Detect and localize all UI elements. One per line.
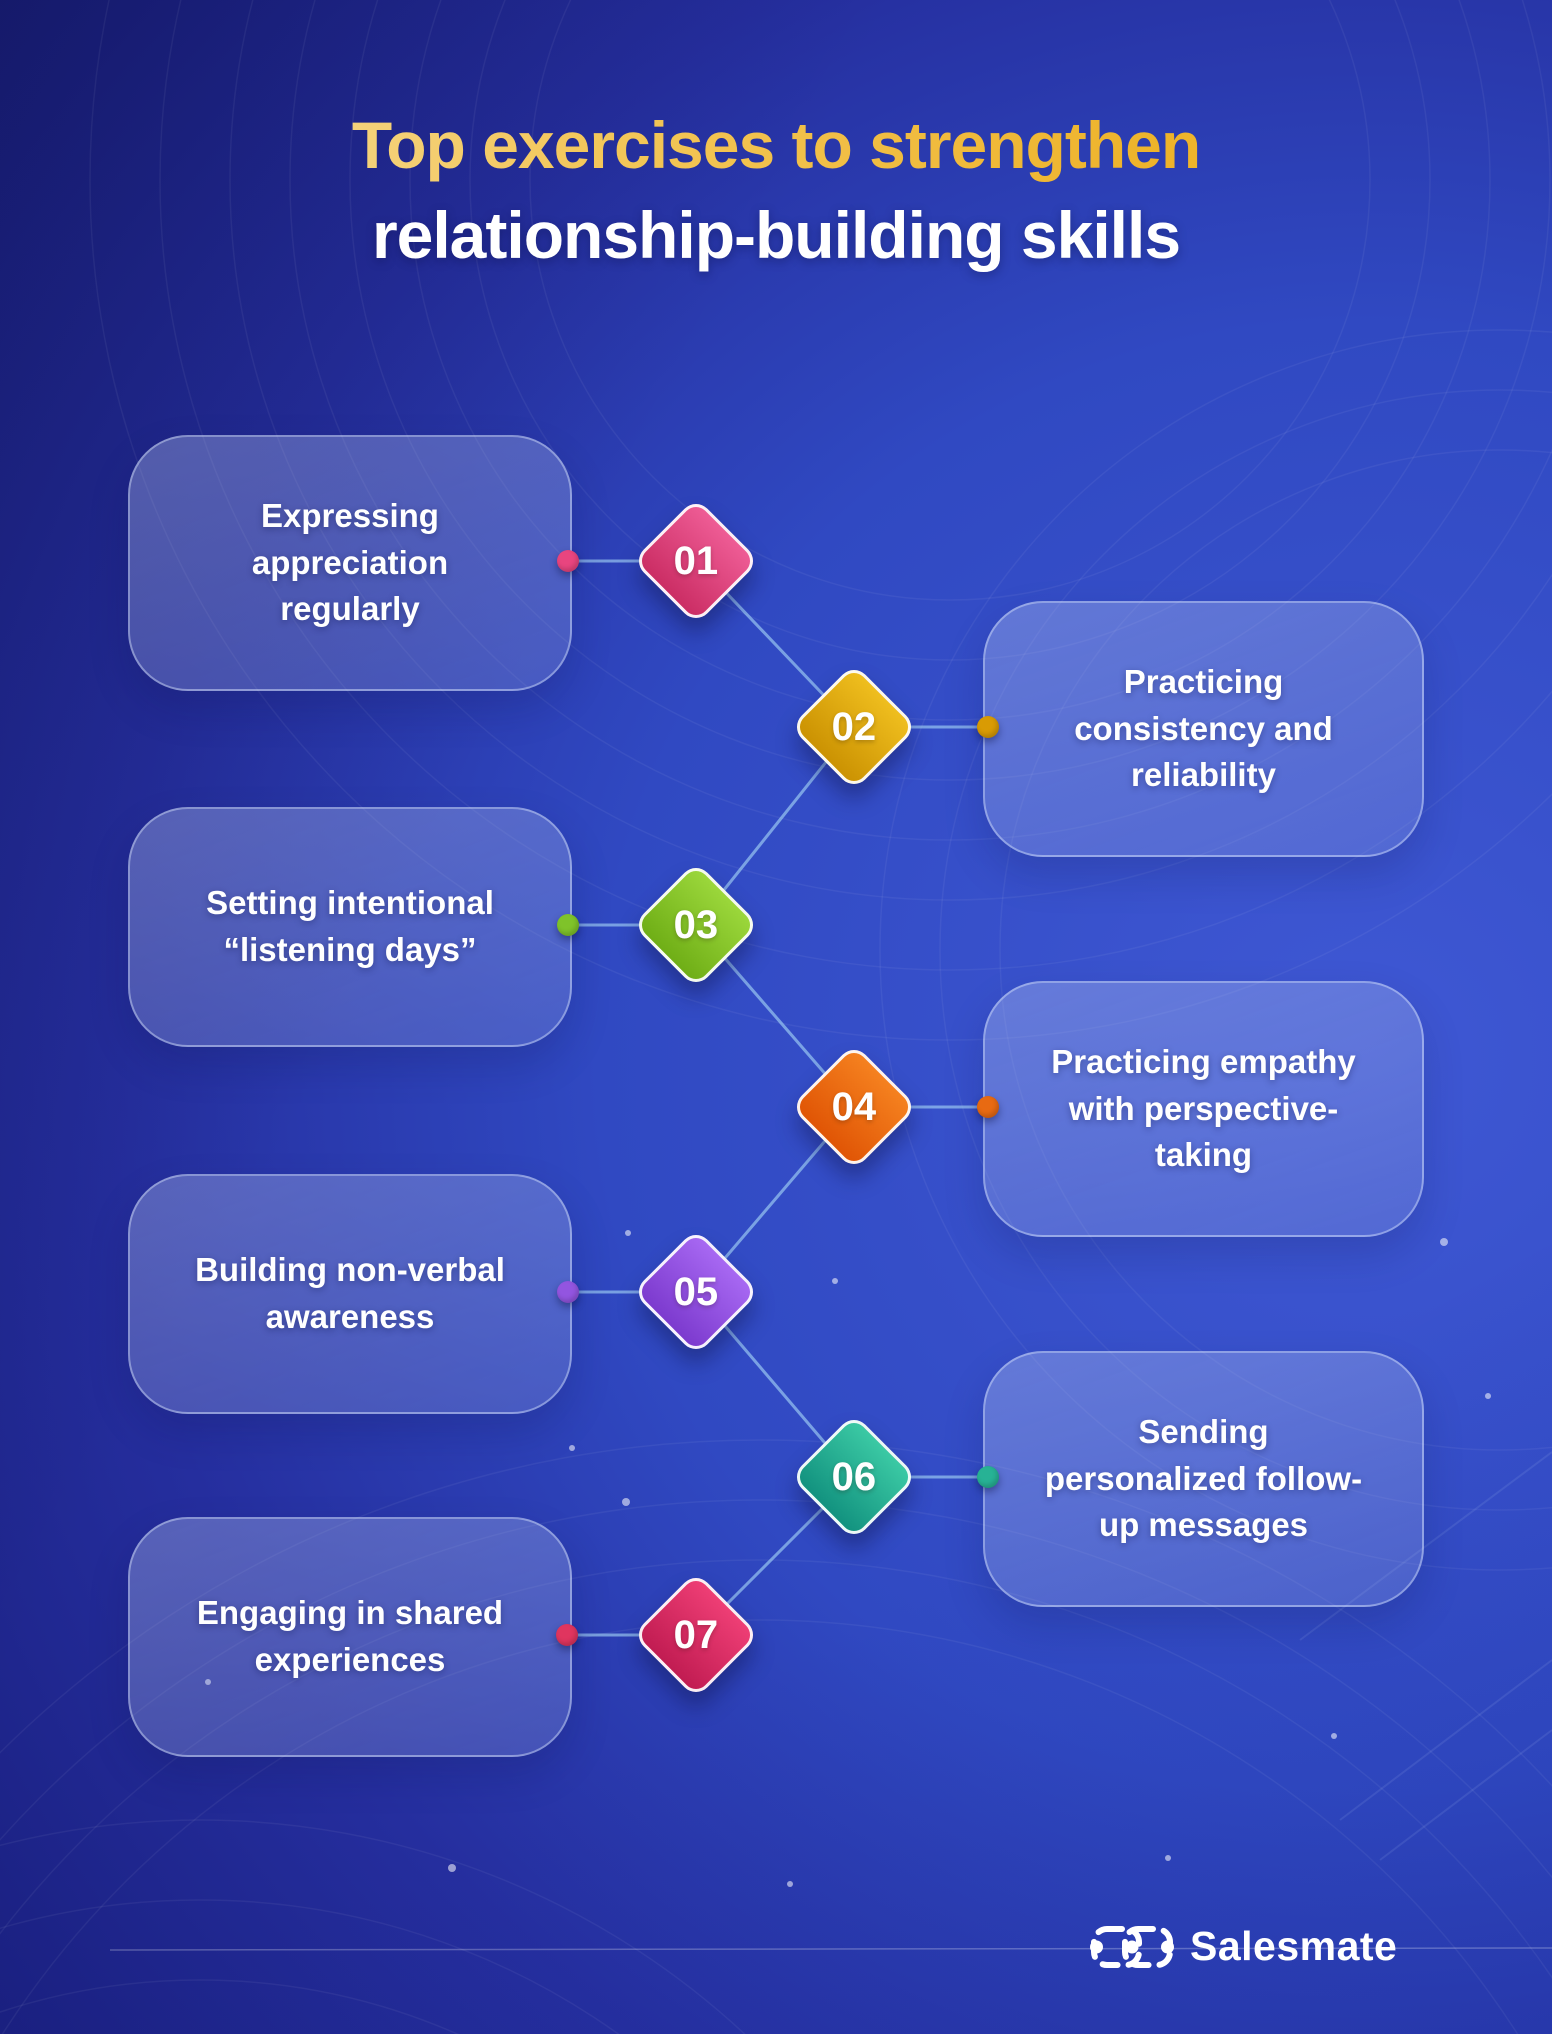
step-label-04: Practicing empathy with perspective-taki… bbox=[1051, 1042, 1356, 1174]
connector-dot-05 bbox=[557, 1281, 579, 1303]
salesmate-chain-icon bbox=[1090, 1926, 1174, 1968]
title-line-2: relationship-building skills bbox=[371, 198, 1181, 272]
step-number-02: 02 bbox=[831, 704, 877, 749]
connector-dot-06 bbox=[977, 1466, 999, 1488]
connector-dot-04 bbox=[977, 1096, 999, 1118]
step-label-01: Expressing appreciation regularly bbox=[251, 496, 449, 628]
step-number-07: 07 bbox=[673, 1612, 719, 1657]
step-card-01: Expressing appreciation regularly bbox=[128, 435, 572, 691]
step-label-07: Engaging in shared experiences bbox=[196, 1594, 504, 1678]
step-label-03: Setting intentional “listening days” bbox=[206, 884, 494, 968]
connector-dot-01 bbox=[557, 550, 579, 572]
connector-dot-03 bbox=[557, 914, 579, 936]
step-label-05: Building non-verbal awareness bbox=[195, 1251, 505, 1335]
brand-name: Salesmate bbox=[1190, 1922, 1398, 1969]
step-card-05: Building non-verbal awareness bbox=[128, 1174, 572, 1414]
title-line-1: Top exercises to strengthen bbox=[0, 100, 1552, 190]
step-card-04: Practicing empathy with perspective-taki… bbox=[983, 981, 1424, 1237]
step-label-02: Practicing consistency and reliability bbox=[1074, 662, 1333, 794]
step-number-03: 03 bbox=[673, 902, 719, 947]
step-card-06: Sending personalized follow-up messages bbox=[983, 1351, 1424, 1607]
step-number-04: 04 bbox=[831, 1084, 877, 1129]
step-card-03: Setting intentional “listening days” bbox=[128, 807, 572, 1047]
step-card-02: Practicing consistency and reliability bbox=[983, 601, 1424, 857]
step-number-05: 05 bbox=[673, 1269, 719, 1314]
step-label-06: Sending personalized follow-up messages bbox=[1044, 1412, 1363, 1544]
connector-dot-07 bbox=[556, 1624, 578, 1646]
step-card-07: Engaging in shared experiences bbox=[128, 1517, 572, 1757]
step-number-06: 06 bbox=[831, 1454, 877, 1499]
step-number-01: 01 bbox=[673, 538, 719, 583]
connector-dot-02 bbox=[977, 716, 999, 738]
brand-logo: Salesmate bbox=[1090, 1922, 1397, 1970]
page-title: Top exercises to strengthen relationship… bbox=[0, 100, 1552, 280]
